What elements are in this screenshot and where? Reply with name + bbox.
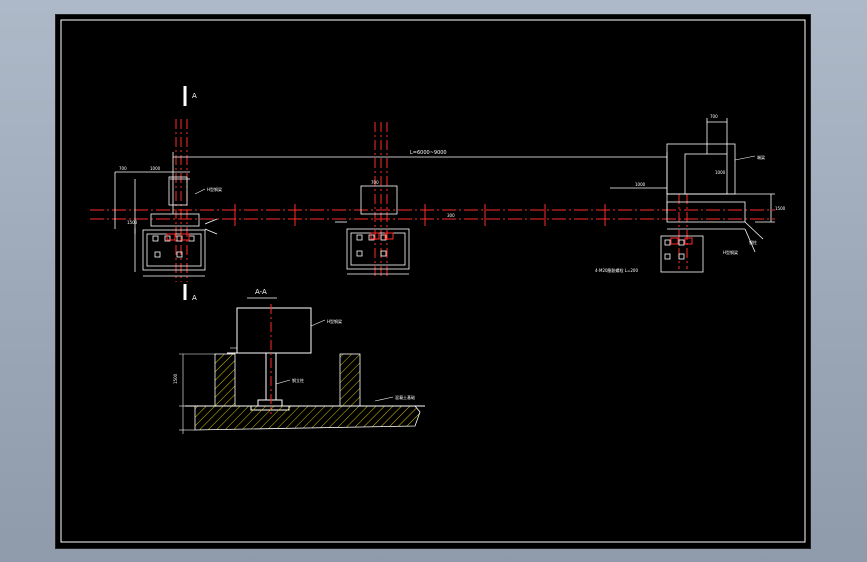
right-top-width-dim: 700 [710,114,718,119]
section-beam-label: H型钢梁 [327,318,342,324]
section-beam [236,307,312,354]
left-column-anchors [166,233,190,241]
left-width-dim: 1000 [150,166,161,171]
end-beam-label: 端梁 [757,154,765,160]
right-column-label: 钢柱 [749,239,757,245]
right-height-dim: 1500 [775,206,786,211]
rail-gauge-dim: 300 [447,213,455,218]
cad-drawing: A A L=6000~9000 700 1000 1500 H型钢梁 [60,19,806,543]
right-column-anchors [670,237,693,245]
right-beam-label: H型钢梁 [723,249,738,255]
right-column-plan [610,118,775,273]
section-column-label: 钢立柱 [292,377,304,383]
section-column [250,353,290,411]
left-offset-dim: 700 [119,166,127,171]
section-marker-top-label: A [192,92,197,100]
section-marker-bottom-label: A [192,294,197,302]
span-dimension-label: L=6000~9000 [410,150,447,156]
section-title: A-A [255,288,267,296]
section-height-dim: 1500 [173,373,178,384]
middle-column-anchors [370,232,394,240]
drawing-frame [60,19,806,543]
foundation-wall-left [214,353,236,407]
foundation-wall-right [339,353,361,407]
cad-viewport[interactable]: A A L=6000~9000 700 1000 1500 H型钢梁 [55,14,811,549]
right-width-dim: 1000 [635,182,646,187]
right-inner-dim: 1000 [715,170,726,175]
left-column-plan [114,171,218,277]
middle-column-plan [335,185,410,275]
centerline-ticks [234,204,606,226]
right-note-label: 4-M20膨胀螺栓 L=200 [595,267,638,273]
span-dimension [172,152,668,214]
section-elevation-dims [179,353,215,434]
mid-width-dim: 700 [371,180,379,185]
foundation-slab [194,405,421,431]
left-beam-label: H型钢梁 [207,186,222,192]
left-height-dim: 1500 [127,220,138,225]
main-centerline [90,209,775,220]
column-centerlines [175,119,688,282]
foundation-label: 混凝土基础 [395,394,415,400]
